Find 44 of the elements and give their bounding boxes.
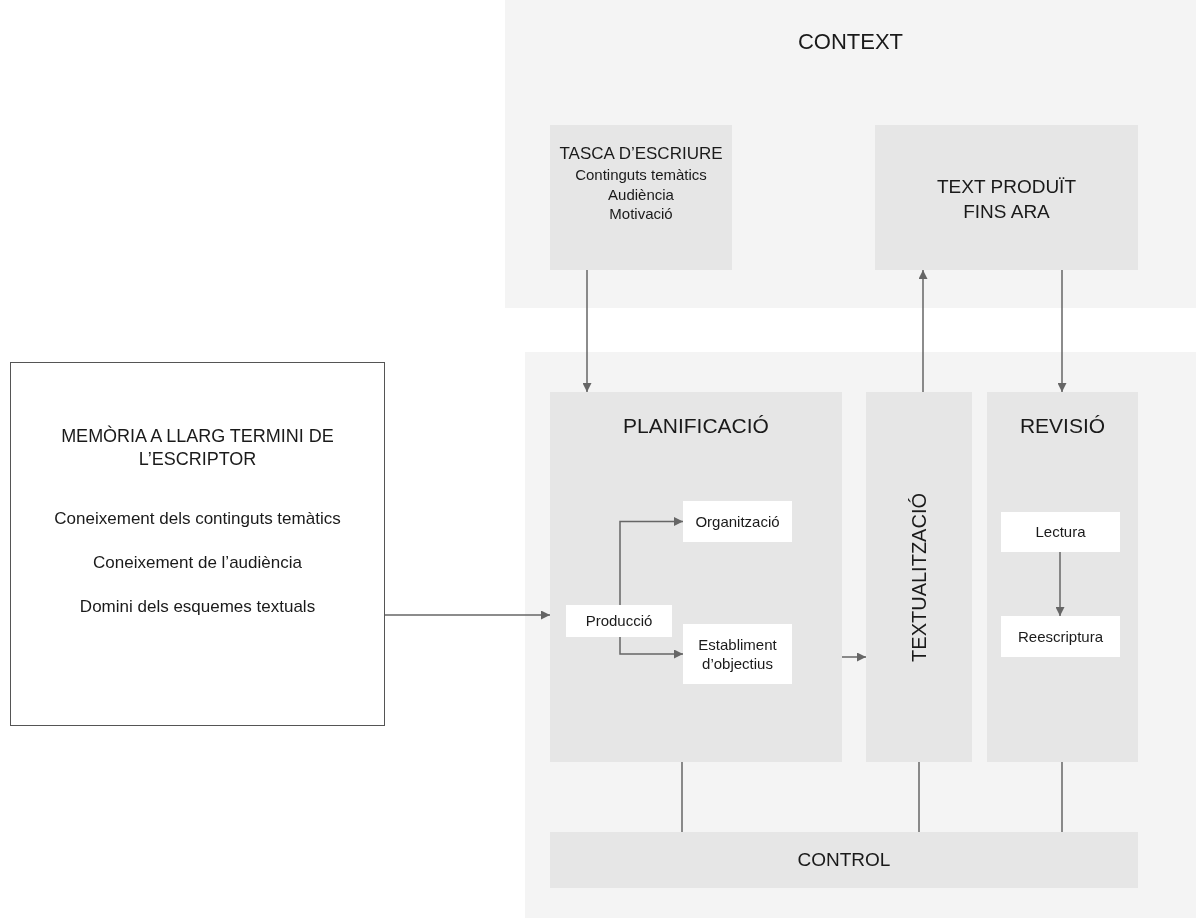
arrow xyxy=(841,652,867,662)
node-text: Continguts temàtics xyxy=(575,165,707,185)
memory-box xyxy=(10,362,385,726)
node-title: REVISIÓ xyxy=(1019,413,1106,439)
node-title: TEXTUALITZACIÓ xyxy=(907,492,931,662)
organization-box xyxy=(683,501,792,542)
context-panel xyxy=(505,0,1196,308)
node-title: CONTROL xyxy=(797,847,891,872)
planning-box xyxy=(550,392,842,762)
process-panel xyxy=(525,352,1196,918)
arrow xyxy=(619,517,684,606)
production-box xyxy=(566,605,672,637)
node-title: PLANIFICACIÓ xyxy=(623,413,769,439)
arrow xyxy=(619,636,684,659)
node-title: MEMÒRIA A LLARG TERMINI DE L’ESCRIPTOR xyxy=(60,425,335,472)
produced-text-box xyxy=(875,125,1138,270)
node-title: TEXT PRODUÏT FINS ARA xyxy=(936,175,1077,224)
arrow xyxy=(1055,551,1065,617)
rewriting-box xyxy=(1001,616,1120,657)
node-text: Audiència xyxy=(608,184,674,205)
arrow xyxy=(918,269,928,393)
connector-line xyxy=(681,761,683,833)
arrow xyxy=(384,610,551,620)
node-title: TASCA D’ESCRIURE xyxy=(559,143,723,165)
arrow xyxy=(582,269,592,393)
node-title: Organització xyxy=(695,511,780,532)
textualization-box xyxy=(866,392,972,762)
node-text: Coneixement de l’audiència xyxy=(93,551,302,574)
node-text: Coneixement dels continguts temàtics xyxy=(54,507,341,530)
connector-line xyxy=(1061,761,1063,833)
control-box xyxy=(550,832,1138,888)
node-title: Reescriptura xyxy=(1017,626,1103,647)
arrow xyxy=(1057,269,1067,393)
task-box xyxy=(550,125,732,270)
node-text: Motivació xyxy=(609,204,673,224)
revision-box xyxy=(987,392,1138,762)
node-title: Lectura xyxy=(1035,522,1086,542)
connector-line xyxy=(918,761,920,833)
node-title: CONTEXT xyxy=(797,28,904,56)
reading-box xyxy=(1001,512,1120,552)
goal-setting-box xyxy=(683,624,792,684)
node-title: Establiment d’objectius xyxy=(697,634,778,674)
node-title: Producció xyxy=(585,611,653,631)
node-text: Domini dels esquemes textuals xyxy=(79,595,316,618)
